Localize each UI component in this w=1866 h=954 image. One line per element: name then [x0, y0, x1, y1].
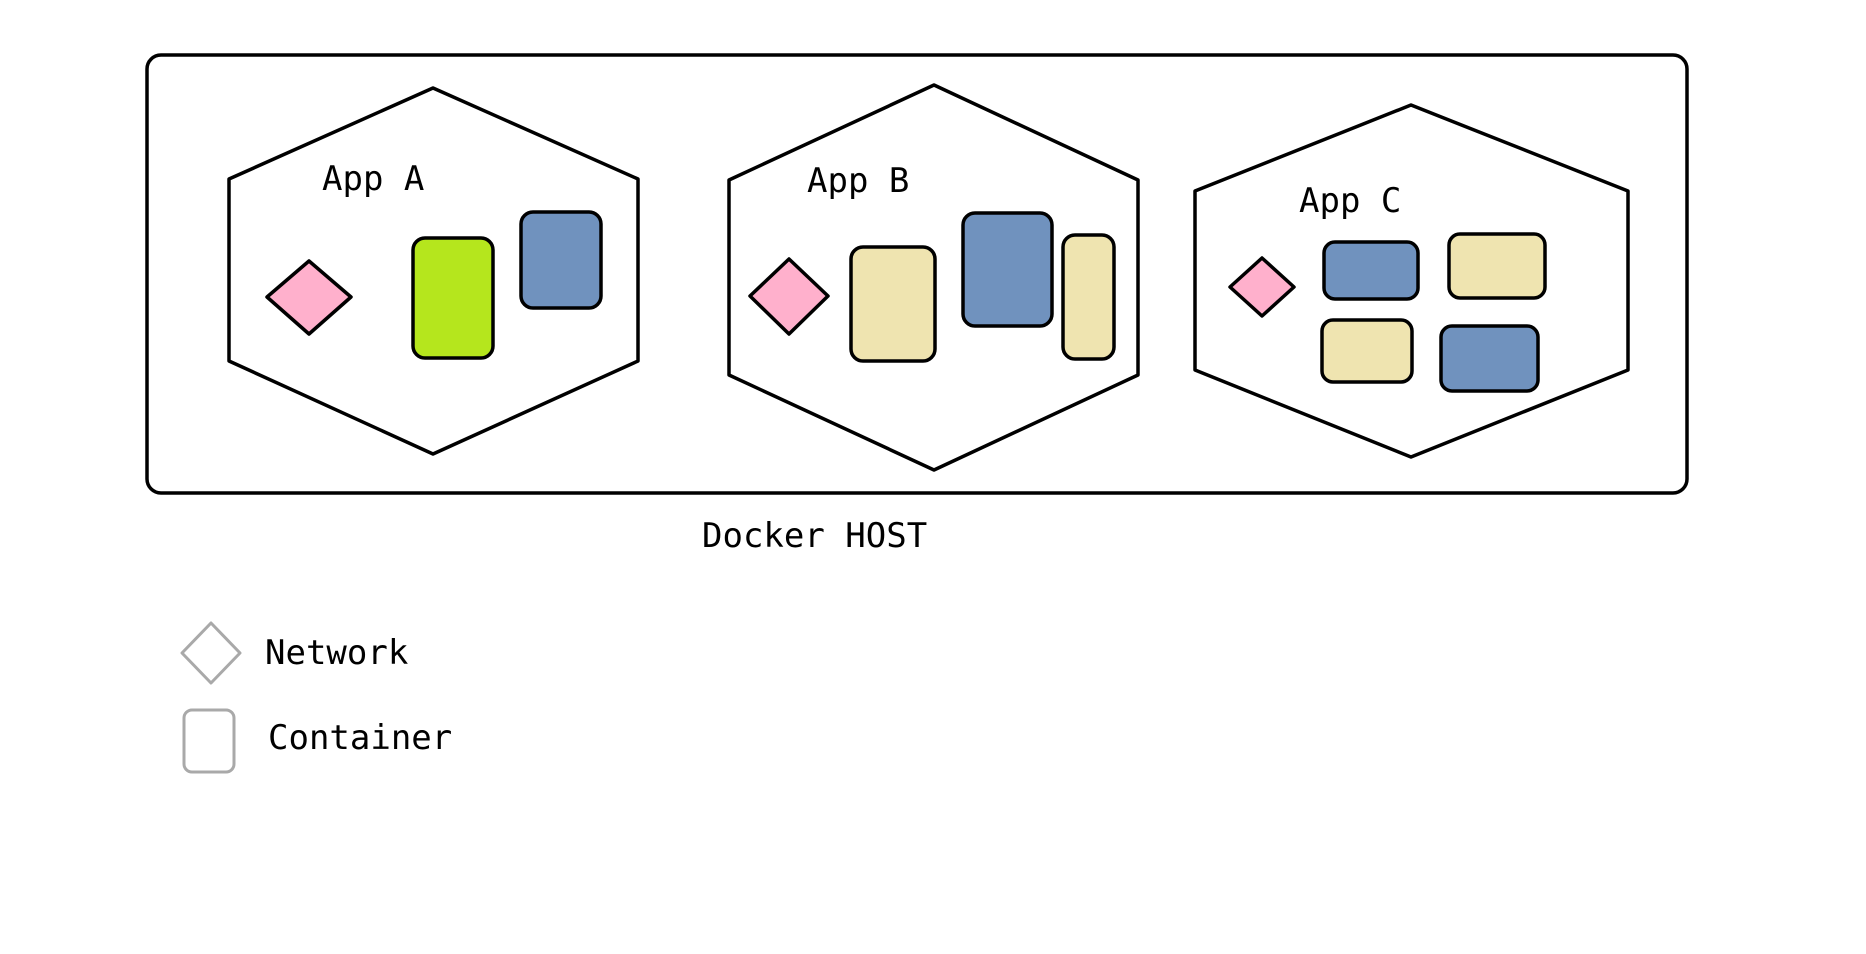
app-c: App C — [1193, 103, 1630, 459]
app-b-container-1 — [849, 245, 937, 363]
app-c-label: App C — [1299, 181, 1401, 221]
app-b-container-3 — [1061, 233, 1116, 361]
app-b-label: App B — [807, 161, 909, 201]
container-legend-label: Container — [268, 718, 452, 758]
app-c-network-diamond — [1228, 256, 1296, 318]
network-legend-label: Network — [265, 633, 408, 673]
docker-host-label: Docker HOST — [702, 516, 927, 556]
legend: Network Container — [180, 621, 452, 774]
app-c-container-2 — [1447, 232, 1547, 300]
network-legend-icon — [180, 621, 242, 685]
app-c-container-4 — [1439, 324, 1540, 393]
app-a-container-1 — [411, 236, 495, 360]
app-a: App A — [227, 86, 640, 456]
app-b: App B — [727, 83, 1140, 472]
app-b-container-2 — [961, 211, 1054, 328]
app-c-container-3 — [1320, 318, 1414, 384]
app-a-label: App A — [322, 159, 424, 199]
container-legend-icon — [182, 708, 236, 774]
app-c-container-1 — [1322, 240, 1420, 301]
app-a-network-diamond — [265, 259, 353, 336]
app-b-network-diamond — [748, 257, 830, 336]
app-a-container-2 — [519, 210, 603, 310]
